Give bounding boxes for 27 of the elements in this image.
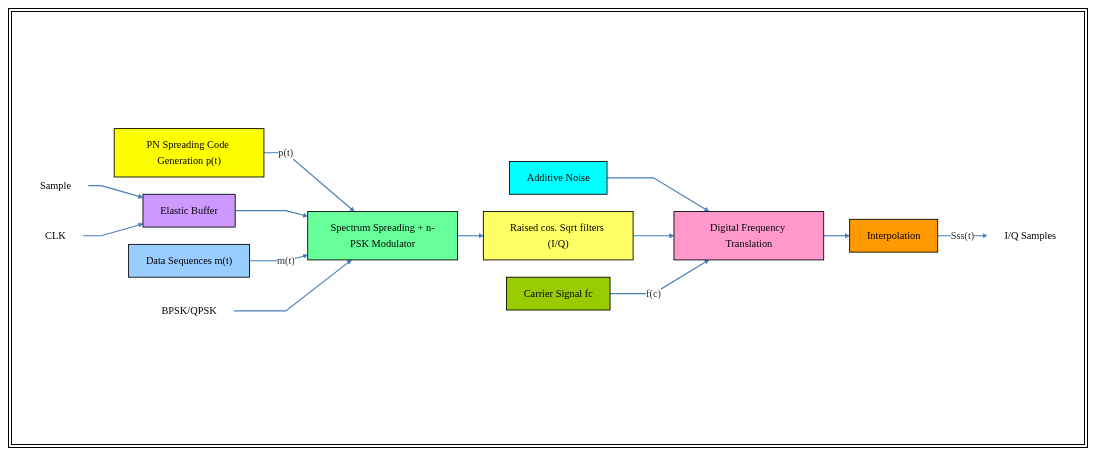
arrow bbox=[606, 177, 710, 212]
node-box: Digital Frequency Translation bbox=[673, 211, 825, 261]
node-text: CLK bbox=[45, 229, 66, 242]
node-box: Interpolation bbox=[849, 218, 939, 253]
node-box: Elastic Buffer bbox=[142, 193, 236, 228]
edge-label: p(t) bbox=[278, 146, 294, 159]
arrow bbox=[823, 233, 850, 239]
node-box: Raised cos. Sqrt filters (I/Q) bbox=[482, 211, 634, 261]
node-box: Data Sequences m(t) bbox=[128, 244, 250, 278]
edge-label: m(t) bbox=[276, 254, 295, 267]
node-box: PN Spreading Code Generation p(t) bbox=[113, 128, 265, 178]
arrow bbox=[234, 210, 308, 218]
edge-label: f(c) bbox=[646, 287, 662, 300]
node-text: I/Q Samples bbox=[1004, 229, 1057, 242]
arrow bbox=[248, 253, 308, 262]
arrow bbox=[233, 259, 352, 312]
arrow bbox=[87, 185, 144, 199]
node-text: BPSK/QPSK bbox=[161, 304, 217, 317]
arrow bbox=[632, 233, 675, 239]
arrow bbox=[82, 222, 144, 237]
node-box: Additive Noise bbox=[509, 161, 608, 195]
node-box: Carrier Signal fc bbox=[506, 276, 611, 311]
arrow bbox=[456, 233, 484, 239]
arrow bbox=[609, 259, 710, 295]
edge-label: Sss(t) bbox=[950, 229, 975, 242]
node-text: Sample bbox=[39, 179, 71, 192]
node-box: Spectrum Spreading + n-PSK Modulator bbox=[307, 211, 458, 261]
